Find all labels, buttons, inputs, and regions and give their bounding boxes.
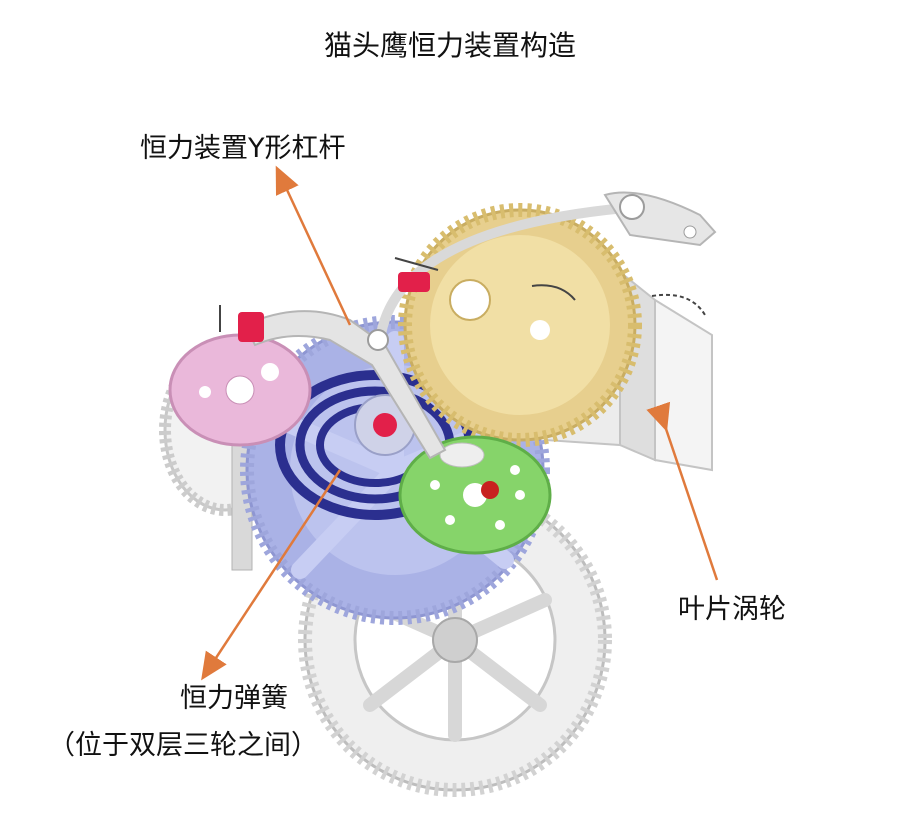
y-lever — [219, 191, 717, 460]
green-gear — [398, 435, 552, 555]
arrow-to-lever — [275, 165, 352, 326]
spring-hub-jewel — [373, 413, 397, 437]
gold-gear — [398, 203, 642, 447]
arrow-to-turbine — [646, 401, 719, 581]
arrow-to-spring — [201, 469, 342, 681]
label-y-lever: 恒力装置Y形杠杆 — [140, 133, 346, 164]
page-title: 猫头鹰恒力装置构造 — [323, 29, 576, 62]
label-turbine: 叶片涡轮 — [678, 594, 786, 625]
pink-gear — [168, 333, 312, 447]
pointer-arrows — [201, 165, 719, 681]
label-spring: 恒力弹簧 — [180, 683, 288, 714]
label-spring-note: （位于双层三轮之间） — [48, 730, 318, 761]
